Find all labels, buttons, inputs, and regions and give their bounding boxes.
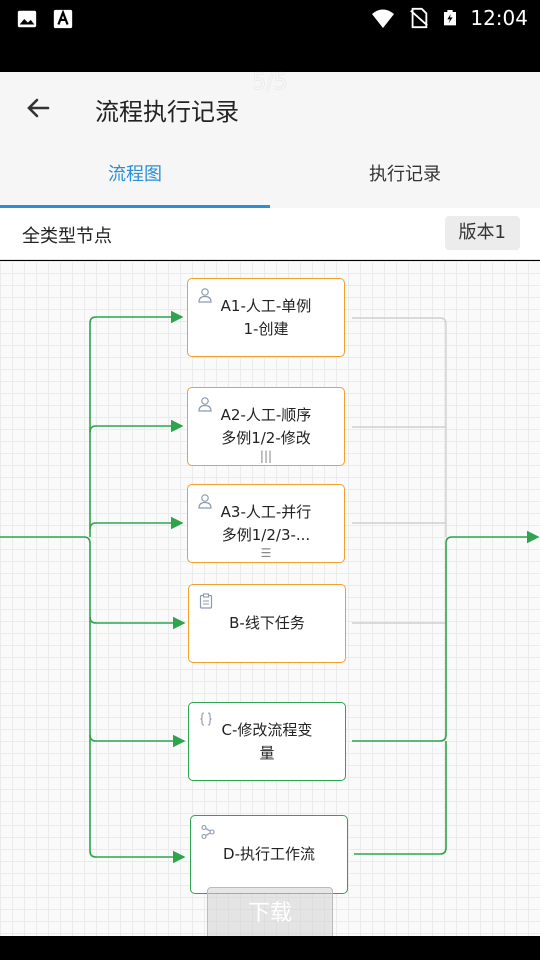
flow-node-label-line: B-线下任务 (229, 614, 305, 632)
wifi-icon (372, 9, 395, 28)
tab-execution-records[interactable]: 执行记录 (369, 164, 441, 185)
flow-node-label-line: A3-人工-并行 (220, 502, 312, 521)
flow-node-label: B-线下任务 (219, 612, 315, 635)
app-bar: 流程执行记录 5/5 (0, 70, 540, 144)
flow-node[interactable]: C-修改流程变量 (188, 702, 346, 781)
flow-node-label-line: 多例1/2-修改 (221, 428, 311, 447)
page-indicator: 5/5 (252, 70, 288, 95)
process-name: 全类型节点 (22, 226, 112, 247)
flow-node-label-line: 1-创建 (243, 319, 289, 338)
flow-node[interactable]: A3-人工-并行多例1/2/3-...☰ (187, 484, 345, 563)
flow-node[interactable]: A1-人工-单例 1-创建 (187, 278, 345, 357)
clock: 12:04 (470, 6, 528, 30)
font-icon (53, 9, 73, 29)
flow-connectors (0, 310, 540, 864)
tab-bar: 流程图 执行记录 (0, 144, 540, 208)
battery-charging-icon (444, 10, 457, 26)
flow-node[interactable]: A2-人工-顺序多例1/2-修改||| (187, 387, 345, 466)
flow-node-label: C-修改流程变量 (212, 719, 323, 765)
multi-instance-marker: ☰ (260, 546, 272, 560)
user-icon (197, 287, 213, 303)
tab-flowchart[interactable]: 流程图 (0, 144, 270, 208)
version-button[interactable]: 版本1 (444, 216, 520, 250)
flow-node-label-line: A1-人工-单例 (220, 296, 312, 315)
flow-node[interactable]: B-线下任务 (188, 584, 346, 663)
flow-node-label-line: 量 (259, 743, 275, 762)
image-icon (17, 10, 37, 28)
braces-icon (198, 711, 214, 727)
status-bar: 12:04 (0, 0, 540, 72)
download-button[interactable]: 下载 (207, 887, 333, 941)
flow-node-label: A2-人工-顺序多例1/2-修改 (211, 404, 322, 450)
flow-node-label: A1-人工-单例 1-创建 (211, 295, 322, 341)
back-arrow-icon[interactable] (22, 92, 54, 124)
flow-node-label-line: A2-人工-顺序 (220, 405, 312, 424)
nav-bar (0, 936, 540, 960)
flow-node[interactable]: D-执行工作流 (190, 815, 348, 894)
flow-node-label-line: 多例1/2/3-... (221, 525, 311, 544)
flow-node-label-line: C-修改流程变 (221, 720, 313, 739)
flow-node-label: D-执行工作流 (213, 843, 325, 866)
user-icon (197, 396, 213, 412)
page-title: 流程执行记录 (95, 98, 239, 126)
no-sim-icon (410, 7, 429, 29)
flow-node-label: A3-人工-并行多例1/2/3-... (211, 501, 322, 547)
share-nodes-icon (200, 824, 216, 840)
flow-node-label-line: D-执行工作流 (223, 845, 315, 863)
process-info-bar: 全类型节点 版本1 (0, 208, 540, 260)
clipboard-icon (198, 593, 214, 609)
user-icon (197, 493, 213, 509)
multi-instance-marker: ||| (259, 449, 273, 463)
